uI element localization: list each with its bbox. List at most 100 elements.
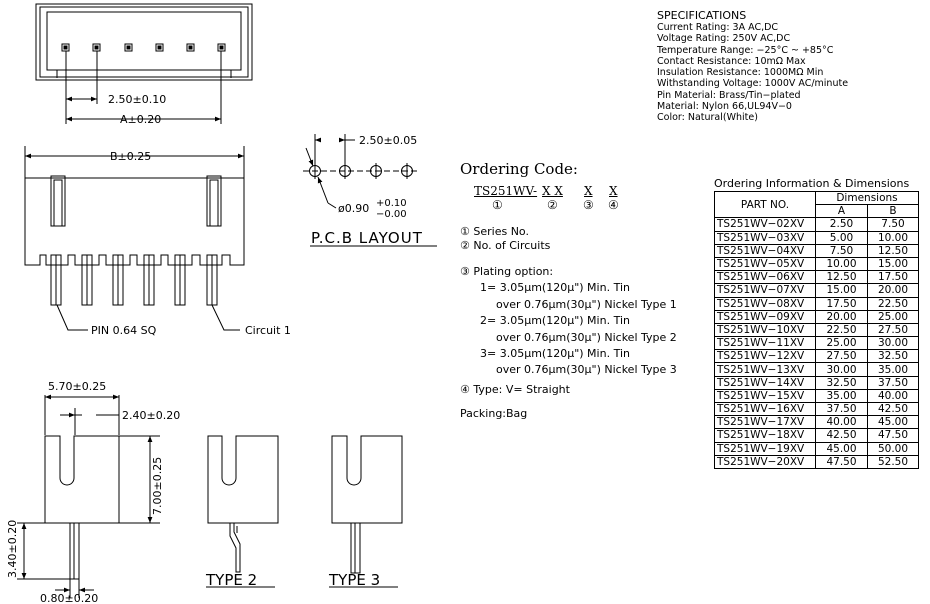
dim-width-label: 5.70±0.25 xyxy=(48,380,106,393)
part-no-cell: TS251WV−10XV xyxy=(714,322,816,338)
dim-b-cell: 32.50 xyxy=(867,349,919,364)
dim-a-cell: 37.50 xyxy=(815,401,868,417)
code-prefix: TS251WV- xyxy=(474,184,538,198)
pcb-layout-title: P.C.B LAYOUT xyxy=(311,229,423,247)
table-title: Ordering Information & Dimensions xyxy=(714,177,910,190)
part-no-cell: TS251WV−05XV xyxy=(714,256,816,272)
dim-b-label: B±0.25 xyxy=(110,150,151,163)
packing-note: Packing:Bag xyxy=(460,406,528,420)
dim-b-cell: 45.00 xyxy=(867,415,919,430)
ordering-title: Ordering Code: xyxy=(460,160,578,178)
code-x1: X xyxy=(584,184,593,198)
dim-b-cell: 47.50 xyxy=(867,428,919,443)
dim-b-cell: 42.50 xyxy=(867,401,919,417)
dim-a-cell: 2.50 xyxy=(815,217,868,232)
dim-b-cell: 25.00 xyxy=(867,309,919,324)
spec-line: Withstanding Voltage: 1000V AC/minute xyxy=(657,78,849,90)
dim-height-label: 7.00±0.25 xyxy=(151,457,164,515)
circ-3: ③ xyxy=(583,198,594,212)
dim-b-cell: 52.50 xyxy=(867,454,919,469)
circ-2: ② xyxy=(547,198,558,212)
ordering-code-block: Ordering Code: TS251WV- X X X X ① ② ③ ④ … xyxy=(460,160,677,420)
dim-a-cell: 25.00 xyxy=(815,336,868,351)
spec-line: Current Rating: 3A AC,DC xyxy=(657,22,779,33)
tol-minus-label: −0.00 xyxy=(376,209,407,220)
pin-label: PIN 0.64 SQ xyxy=(91,324,157,337)
plating-1a: 1= 3.05μm(120μ") Min. Tin xyxy=(480,281,630,295)
part-no-cell: TS251WV−11XV xyxy=(714,336,816,351)
series-no-note: Series No. xyxy=(473,225,529,238)
part-no-cell: TS251WV−08XV xyxy=(714,296,816,311)
dim-a-cell: 22.50 xyxy=(815,322,868,338)
dim-a-cell: 7.50 xyxy=(815,243,868,258)
circ-4-note: ④ xyxy=(460,382,470,396)
dim-a-cell: 10.00 xyxy=(815,256,868,272)
dim-a-cell: 15.00 xyxy=(815,283,868,298)
dim-b-cell: 27.50 xyxy=(867,322,919,338)
plating-2a: 2= 3.05μm(120μ") Min. Tin xyxy=(480,314,630,328)
plating-3a: 3= 3.05μm(120μ") Min. Tin xyxy=(480,347,630,361)
spec-line: Insulation Resistance: 1000MΩ Min xyxy=(657,67,824,79)
dim-a-cell: 30.00 xyxy=(815,362,868,377)
plating-title: Plating option: xyxy=(473,265,554,278)
dim-b-cell: 17.50 xyxy=(867,270,919,285)
col-b-header: B xyxy=(867,204,919,219)
spec-line: Material: Nylon 66,UL94V−0 xyxy=(657,101,792,113)
part-no-cell: TS251WV−03XV xyxy=(714,230,816,245)
plating-3b: over 0.76μm(30μ") Nickel Type 3 xyxy=(496,363,677,377)
dim-b-cell: 12.50 xyxy=(867,243,919,258)
dim-pitch-label: 2.50±0.10 xyxy=(108,93,166,106)
plating-1b: over 0.76μm(30μ") Nickel Type 1 xyxy=(496,297,677,311)
dim-b-cell: 20.00 xyxy=(867,283,919,298)
col-a-header: A xyxy=(815,204,868,219)
part-no-cell: TS251WV−14XV xyxy=(714,375,816,390)
pcb-layout xyxy=(303,134,437,247)
dim-pin-w-label: 0.80±0.20 xyxy=(40,592,98,604)
type-3-view xyxy=(329,435,403,588)
dim-b-cell: 22.50 xyxy=(867,296,919,311)
circ-3-note: ③ xyxy=(460,265,470,278)
part-no-cell: TS251WV−18XV xyxy=(714,428,816,443)
spec-line: Voltage Rating: 250V AC,DC xyxy=(657,33,791,45)
dim-pin-len-label: 3.40±0.20 xyxy=(6,520,19,578)
circ-1: ① xyxy=(492,198,503,212)
col-dims-header: Dimensions xyxy=(815,190,919,206)
dim-a-cell: 20.00 xyxy=(815,309,868,324)
dim-b-cell: 35.00 xyxy=(867,362,919,377)
code-x2: X xyxy=(609,184,618,198)
spec-line: Color: Natural(White) xyxy=(657,112,758,124)
type-2-label: TYPE 2 xyxy=(205,571,257,589)
no-circuits-note: No. of Circuits xyxy=(473,239,551,252)
part-no-cell: TS251WV−02XV xyxy=(714,217,816,232)
dim-a-cell: 47.50 xyxy=(815,454,868,469)
type-2-view xyxy=(206,435,279,588)
part-no-cell: TS251WV−16XV xyxy=(714,401,816,417)
circ-1-note: ① xyxy=(460,225,470,238)
dim-a-cell: 27.50 xyxy=(815,349,868,364)
dim-a-cell: 17.50 xyxy=(815,296,868,311)
front-view xyxy=(24,146,245,331)
code-xx: X X xyxy=(542,184,563,198)
specifications-heading: SPECIFICATIONS xyxy=(657,9,747,22)
specifications-block: SPECIFICATIONS Current Rating: 3A AC,DC … xyxy=(657,10,848,124)
